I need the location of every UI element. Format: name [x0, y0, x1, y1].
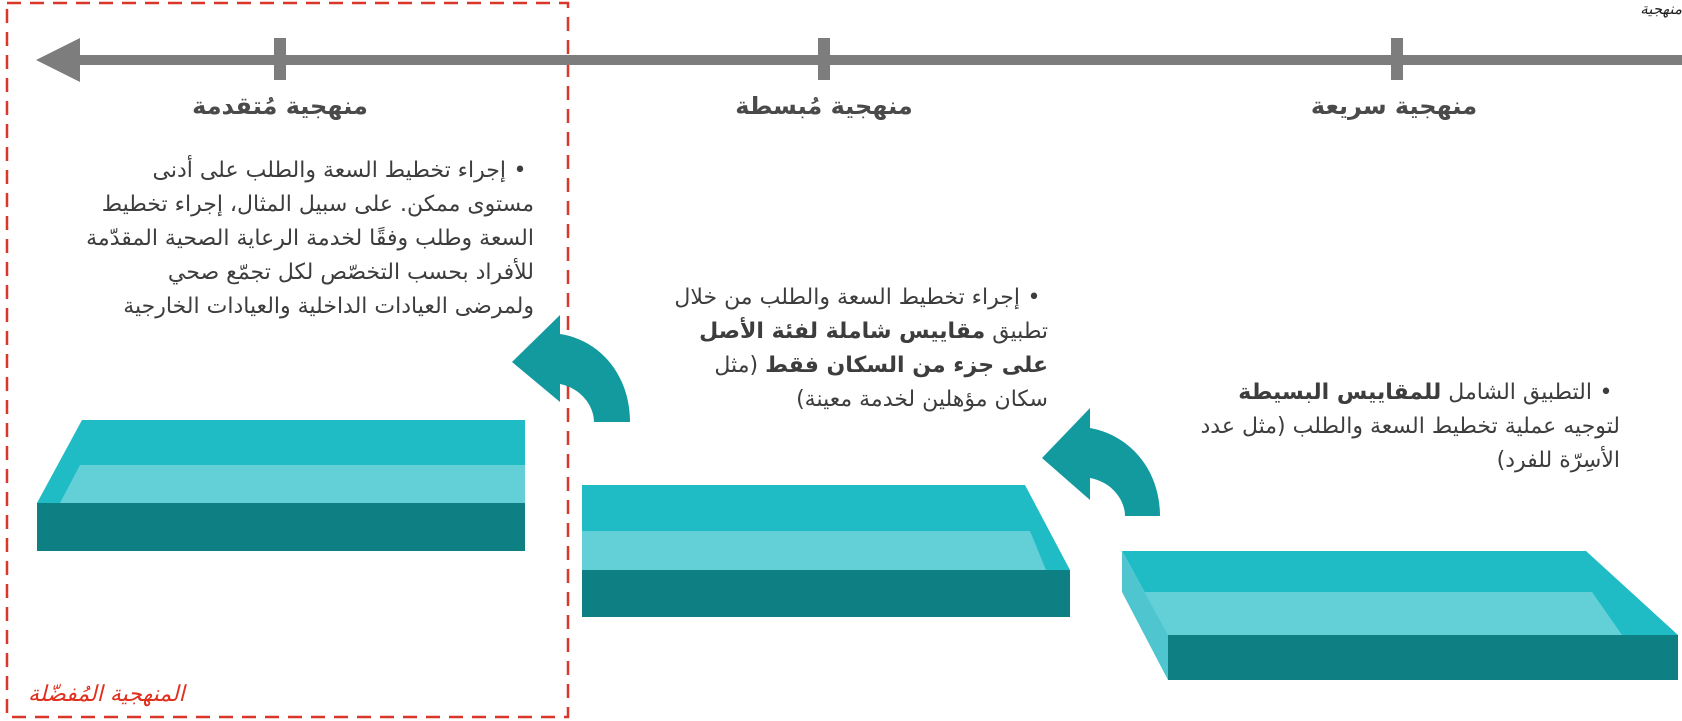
bullet-icon: • [1027, 285, 1041, 310]
desc-simplified: •إجراء تخطيط السعة والطلب من خلال تطبيق … [668, 281, 1048, 417]
desc-advanced: •إجراء تخطيط السعة والطلب على أدنى مستوى… [84, 154, 534, 324]
desc-quick-pre: التطبيق الشامل [1441, 380, 1592, 405]
preferred-approach-label: المنهجية المُفضّلة [28, 682, 185, 707]
progress-arrow-1 [1042, 408, 1160, 516]
title-simplified: منهجية مُبسطة [735, 92, 913, 120]
bullet-icon: • [513, 158, 527, 183]
timeline-arrow [36, 38, 1682, 82]
desc-simplified-post: (مثل سكان مؤهلين لخدمة معينة) [714, 353, 1048, 412]
desc-simplified-bold: مقاييس شاملة لفئة الأصل على جزء من السكا… [699, 319, 1048, 378]
desc-quick-bold: للمقاييس البسيطة [1238, 380, 1442, 405]
desc-simplified-pre: إجراء تخطيط السعة والطلب من خلال تطبيق [674, 285, 1048, 344]
bullet-icon: • [1599, 380, 1613, 405]
corner-label: منهجية [1640, 0, 1682, 18]
timeline-tick [274, 38, 286, 80]
timeline-tick [1391, 38, 1403, 80]
preferred-frame [5, 1, 570, 719]
platform-quick [1122, 551, 1678, 680]
platform-simplified [582, 485, 1070, 617]
title-quick: منهجية سريعة [1310, 92, 1478, 120]
title-advanced: منهجية مُتقدمة [192, 92, 368, 120]
desc-advanced-pre: إجراء تخطيط السعة والطلب على أدنى مستوى … [86, 158, 534, 319]
desc-quick: • التطبيق الشامل للمقاييس البسيطة لتوجيه … [1180, 376, 1620, 478]
platform-advanced [37, 420, 525, 551]
timeline-tick [818, 38, 830, 80]
progress-arrow-2 [512, 315, 630, 422]
desc-quick-post: لتوجيه عملية تخطيط السعة والطلب (مثل عدد… [1200, 414, 1620, 473]
